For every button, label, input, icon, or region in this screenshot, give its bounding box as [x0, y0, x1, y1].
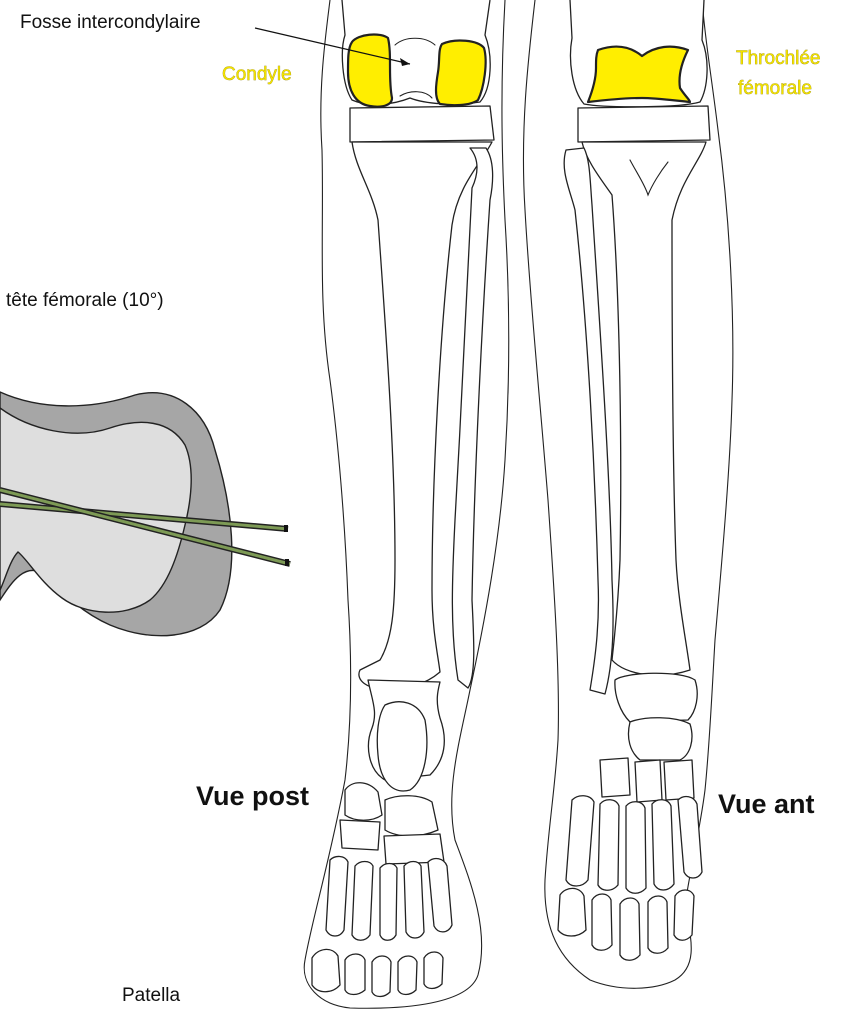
label-fosse-intercondylaire: Fosse intercondylaire	[20, 12, 201, 33]
femoral-head-inset	[0, 392, 290, 636]
anterior-metatarsal-4	[652, 800, 674, 890]
label-throchlee: Throchlée	[736, 48, 821, 69]
posterior-metatarsal-1	[326, 856, 348, 936]
posterior-tarsal-2	[385, 796, 438, 836]
anterior-metatarsal-5	[678, 797, 702, 878]
posterior-tibial-plateau	[350, 106, 494, 142]
posterior-metatarsal-2	[352, 862, 373, 941]
anterior-metatarsal-3	[626, 802, 646, 894]
anterior-metatarsal-1	[566, 796, 594, 886]
label-patella: Patella	[122, 985, 181, 1006]
leg-anterior-view	[523, 0, 732, 988]
anterior-tarsal-1	[600, 758, 630, 797]
posterior-phalanges	[312, 949, 443, 996]
anterior-fibula	[564, 148, 613, 694]
anterior-metatarsal-2	[598, 800, 619, 891]
label-tete-femorale: tête fémorale (10°)	[6, 290, 164, 311]
leg-posterior-view	[304, 0, 509, 1008]
anterior-tibial-plateau	[578, 106, 710, 142]
anterior-navicular	[628, 718, 691, 760]
label-vue-ant: Vue ant	[718, 789, 815, 819]
posterior-tarsal-1	[345, 783, 382, 821]
label-femorale: fémorale	[738, 78, 812, 99]
lateral-condyle-highlight	[436, 41, 486, 106]
posterior-metatarsal-5	[428, 859, 452, 932]
anterior-phalanges	[558, 888, 694, 960]
anterior-tarsal-2	[635, 760, 662, 802]
posterior-metatarsal-4	[404, 862, 424, 939]
label-condyle: Condyle	[222, 64, 292, 85]
posterior-calcaneus	[377, 702, 427, 791]
posterior-metatarsal-3	[380, 864, 397, 941]
trochlea-highlight	[588, 47, 690, 102]
label-vue-post: Vue post	[196, 781, 309, 811]
medial-condyle-highlight	[348, 35, 392, 107]
posterior-tarsal-3	[340, 820, 380, 850]
anterior-tarsal-3	[664, 760, 694, 800]
anterior-talus	[615, 673, 697, 722]
